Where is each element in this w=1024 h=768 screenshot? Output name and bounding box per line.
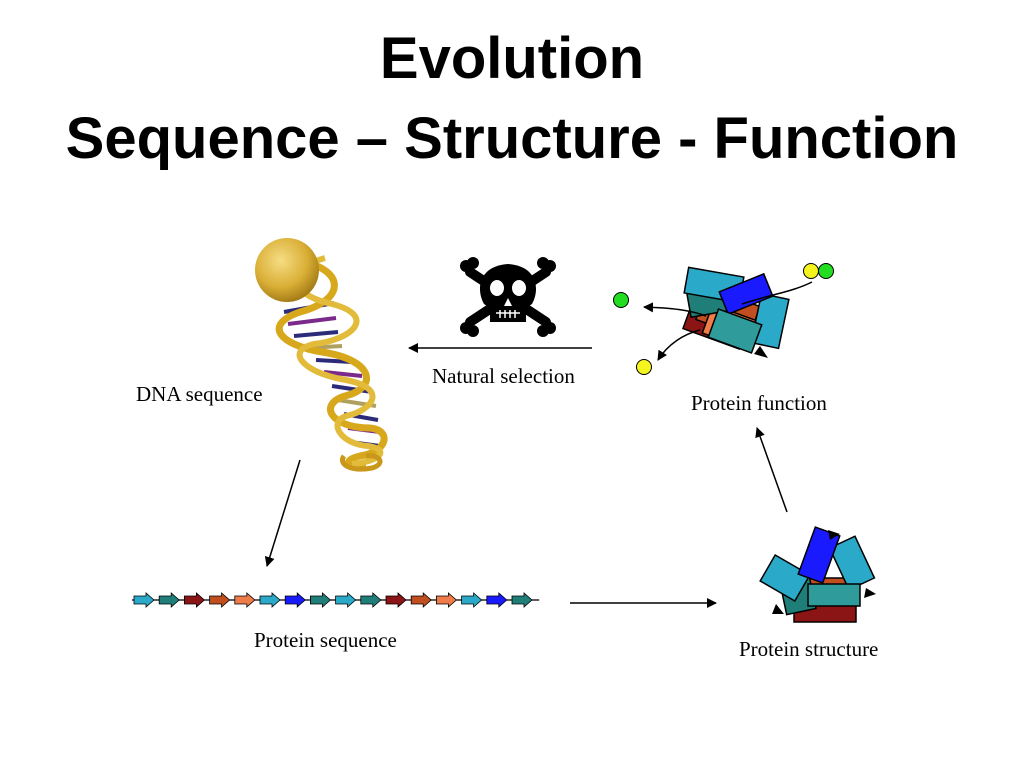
protein-sequence-chain	[132, 592, 540, 608]
sequence-residue	[436, 592, 458, 608]
function-arrow-up	[643, 302, 707, 317]
sequence-residue	[410, 592, 432, 608]
ligand-yellow-top	[803, 263, 819, 279]
sequence-residue	[234, 592, 256, 608]
skull-eye-right	[512, 280, 526, 296]
title-evolution: Evolution	[379, 26, 645, 91]
bone-ends	[460, 257, 556, 337]
label-natural-selection: Natural selection	[432, 364, 575, 388]
sequence-residue	[259, 592, 281, 608]
protein-structure	[759, 526, 876, 623]
skull-and-crossbones-icon	[460, 257, 556, 337]
ligand-green-left	[613, 292, 629, 308]
sequence-residue	[486, 592, 508, 608]
sequence-residue	[385, 592, 407, 608]
label-protein-sequence: Protein sequence	[254, 628, 397, 652]
dna-double-helix-icon	[255, 238, 388, 472]
sequence-residue	[310, 592, 332, 608]
skull-eye-left	[490, 280, 504, 296]
label-dna-sequence: DNA sequence	[136, 382, 263, 406]
label-protein-function: Protein function	[691, 391, 827, 415]
function-arrow-down	[657, 329, 701, 361]
skull	[479, 264, 537, 322]
gold-ball	[255, 238, 319, 302]
dna-strand-2	[294, 255, 384, 467]
arrow-structure-to-function	[755, 427, 788, 513]
sequence-residue	[158, 592, 180, 608]
sequence-residue	[209, 592, 231, 608]
sequence-residue	[133, 592, 155, 608]
skull-teeth	[496, 310, 520, 318]
sequence-residue	[360, 592, 382, 608]
arrow-dna-to-protein-sequence	[264, 459, 301, 567]
label-protein-structure: Protein structure	[739, 637, 879, 661]
sequence-residue	[284, 592, 306, 608]
sequence-residue	[335, 592, 357, 608]
ligand-yellow-bottom	[636, 359, 652, 375]
skull-nose	[504, 298, 512, 306]
sequence-residue	[511, 592, 533, 608]
sequence-residue	[461, 592, 483, 608]
protein-cartoon-icon	[759, 526, 876, 623]
sequence-residue	[184, 592, 206, 608]
dna-strand-tail	[340, 453, 383, 472]
function-arrow-ligand	[741, 281, 813, 305]
ligand-green-top	[818, 263, 834, 279]
title-sequence-structure-function: Sequence – Structure - Function	[65, 106, 959, 171]
protein-function-cartoon	[613, 263, 834, 375]
